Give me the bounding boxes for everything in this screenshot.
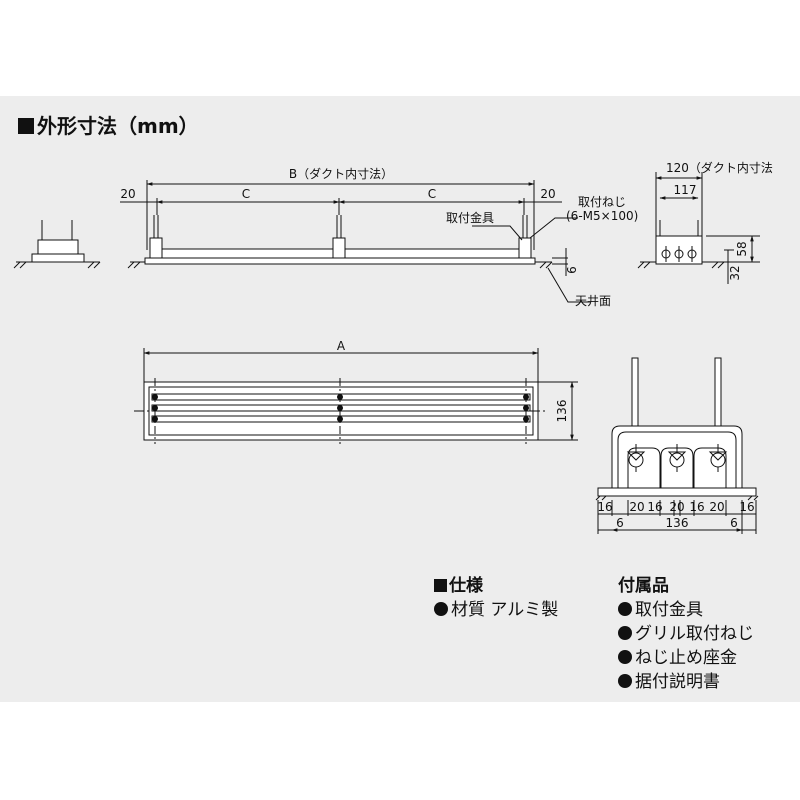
dim-b-label: B（ダクト内寸法） — [289, 166, 393, 181]
dim-seg-16-b: 16 — [647, 500, 662, 514]
dim-136-side: 136 — [555, 400, 569, 423]
square-bullet-icon — [434, 579, 447, 592]
dim-seg-16-a: 16 — [597, 500, 612, 514]
callout-bracket: 取付金具 — [446, 210, 494, 225]
dim-20-right: 20 — [540, 187, 555, 201]
callout-ceiling: 天井面 — [575, 294, 611, 308]
dim-117-label: 117 — [674, 183, 697, 197]
accessory-item-text: グリル取付ねじ — [635, 624, 754, 644]
round-bullet-icon — [618, 626, 632, 640]
round-bullet-icon — [618, 674, 632, 688]
enlarged-section — [595, 357, 759, 534]
accessories-section: 付属品 取付金具 グリル取付ねじ ねじ止め座金 据付説明書 — [618, 574, 754, 694]
dim-20-left: 20 — [120, 187, 135, 201]
spec-item: 材質 アルミ製 — [434, 598, 558, 622]
front-elevation — [120, 180, 590, 303]
round-bullet-icon — [618, 650, 632, 664]
round-bullet-icon — [434, 602, 448, 616]
end-view-small — [13, 220, 101, 269]
dim-bottom-136: 136 — [666, 516, 689, 530]
dim-a-label: A — [337, 339, 346, 353]
accessory-item-text: 据付説明書 — [635, 672, 720, 692]
dim-6-front: 6 — [565, 266, 579, 274]
plan-view — [134, 348, 578, 444]
spec-item-text: 材質 アルミ製 — [451, 600, 559, 620]
dim-seg-20-c: 20 — [709, 500, 724, 514]
dim-c-right: C — [428, 187, 436, 201]
dim-32-label: 32 — [728, 265, 742, 280]
dim-seg-20-b: 20 — [669, 500, 684, 514]
dim-c-left: C — [242, 187, 250, 201]
accessory-item: グリル取付ねじ — [618, 622, 754, 646]
dim-120-label: 120（ダクト内寸法 — [666, 160, 773, 175]
accessory-item: 取付金具 — [618, 598, 754, 622]
spec-heading: 仕様 — [434, 574, 558, 598]
dim-seg-16-c: 16 — [689, 500, 704, 514]
side-section-small — [637, 172, 760, 284]
title-text: 外形寸法（mm） — [37, 114, 199, 138]
round-bullet-icon — [618, 602, 632, 616]
dim-58-label: 58 — [735, 241, 749, 256]
callout-screw: 取付ねじ — [578, 195, 626, 209]
spec-heading-text: 仕様 — [449, 576, 483, 596]
dim-bottom-6-right: 6 — [730, 516, 738, 530]
dim-seg-16-d: 16 — [739, 500, 754, 514]
callout-screw-spec: (6-M5×100) — [566, 209, 638, 223]
dim-seg-20-a: 20 — [629, 500, 644, 514]
accessories-heading: 付属品 — [618, 576, 669, 596]
dim-bottom-6-left: 6 — [616, 516, 624, 530]
page-title: 外形寸法（mm） — [18, 110, 199, 139]
accessory-item: 据付説明書 — [618, 670, 754, 694]
square-bullet-icon — [18, 118, 34, 134]
accessory-item-text: ねじ止め座金 — [635, 648, 737, 668]
spec-section: 仕様 材質 アルミ製 — [434, 574, 558, 622]
accessory-item-text: 取付金具 — [635, 600, 703, 620]
accessory-item: ねじ止め座金 — [618, 646, 754, 670]
